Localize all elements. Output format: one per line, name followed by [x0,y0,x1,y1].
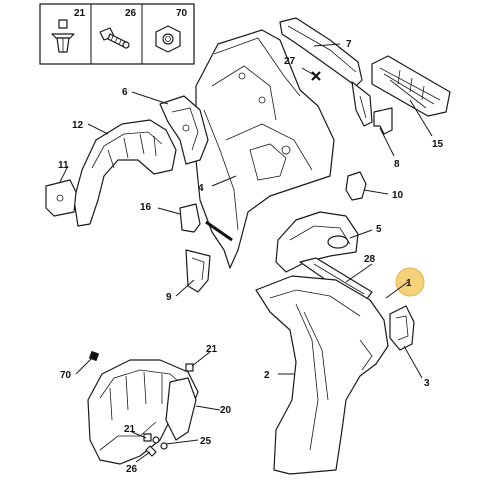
part-5-inner-arch[interactable] [275,211,359,273]
part-10-clip[interactable] [345,171,367,201]
callout-15: 15 [432,139,444,150]
part-11-small-bracket[interactable] [45,179,77,217]
callout-70: 70 [60,370,72,381]
part-16-bracket[interactable] [179,203,233,242]
callout-9: 9 [166,292,172,303]
callout-6: 6 [122,87,128,98]
callout-1: 1 [406,278,412,289]
callout-8: 8 [394,159,400,170]
box-label-70: 70 [176,8,188,19]
part-15-light-housing[interactable] [371,55,451,117]
part-2-outer-quarter-panel[interactable] [255,275,389,475]
callout-20: 20 [220,405,232,416]
callout-11: 11 [58,160,69,171]
part-20-splash-guard[interactable] [165,377,197,441]
part-6-bracket[interactable] [159,95,209,165]
callout-26: 26 [126,464,138,475]
part-9-small-panel[interactable] [185,249,211,293]
clip-fastener-icon [51,19,75,53]
callout-2: 2 [264,370,270,381]
leader-lines [59,43,433,463]
part-8-bracket[interactable] [373,107,393,135]
callout-27: 27 [284,56,296,67]
callout-5: 5 [376,224,382,235]
callout-7: 7 [346,39,352,50]
part-7-upper-rail[interactable] [279,17,373,127]
part-4-inner-quarter-panel[interactable] [195,29,335,269]
callout-12: 12 [72,120,84,131]
fastener-legend-box: 21 26 70 [39,3,195,65]
part-25-26-clips [145,436,168,457]
box-label-21: 21 [74,8,86,19]
hex-nut-icon [155,25,181,53]
callout-28: 28 [364,254,376,265]
callout-21-lower: 21 [124,424,136,435]
screw-fastener-icon [99,27,130,49]
callout-25: 25 [200,436,212,447]
callout-4: 4 [198,183,204,194]
callout-16: 16 [140,202,152,213]
callout-21-upper: 21 [206,344,218,355]
callout-10: 10 [392,190,404,201]
part-3-fuel-flap-housing[interactable] [389,305,415,351]
part-12-wheel-arch[interactable] [73,119,177,227]
part-1-highlight-marker[interactable] [395,267,425,297]
box-label-26: 26 [125,8,137,19]
callout-3: 3 [424,378,430,389]
